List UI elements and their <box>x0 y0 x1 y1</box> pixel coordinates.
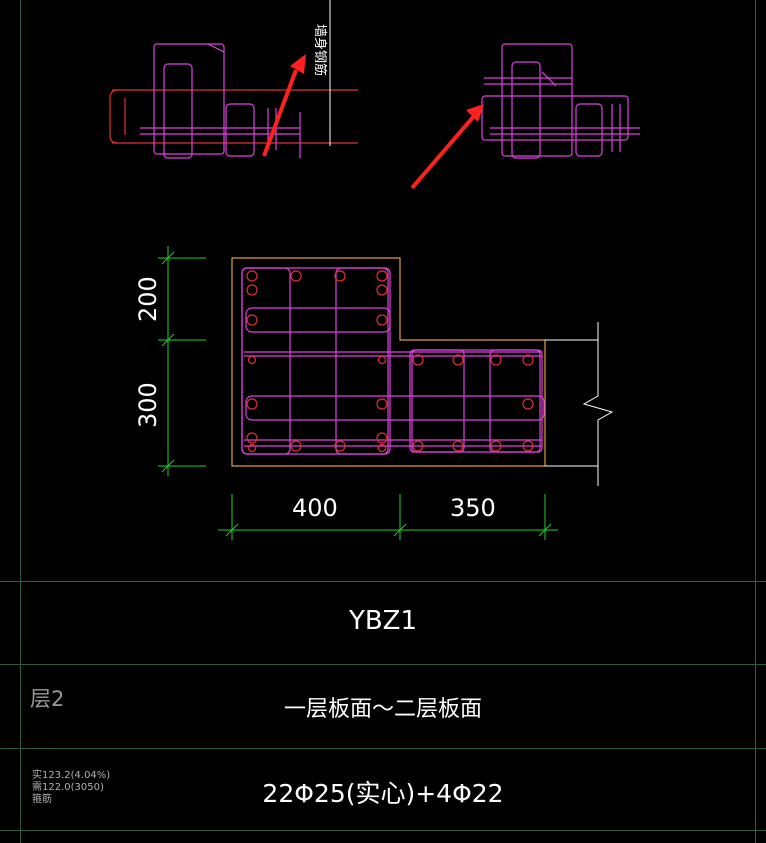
wall-break <box>545 322 614 486</box>
rebar-22 <box>377 443 387 453</box>
rebar-25 <box>246 432 258 444</box>
rebar-25 <box>412 440 424 452</box>
rebar-25 <box>490 354 502 366</box>
stirrups <box>241 267 545 455</box>
callout-label: 墙身钢筋 <box>312 24 328 76</box>
rebar-25 <box>246 398 258 410</box>
dim-350: 350 <box>450 494 496 522</box>
wall-rebar-detail-right <box>481 43 640 159</box>
arrow-annotation-left <box>262 54 306 157</box>
rebar-25 <box>334 440 346 452</box>
note-required: 需122.0(3050) <box>32 782 104 793</box>
note-actual: 实123.2(4.04%) <box>32 770 111 781</box>
arrow-annotation-right <box>410 104 484 190</box>
column-name: YBZ1 <box>348 606 418 636</box>
rebar-25 <box>246 314 258 326</box>
rebar-25 <box>522 398 534 410</box>
rebar-25 <box>376 432 388 444</box>
longitudinal-bars <box>246 270 534 453</box>
floor-range: 一层板面～二层板面 <box>283 697 482 722</box>
rebar-25 <box>452 440 464 452</box>
rebar-25 <box>246 284 258 296</box>
rebar-22 <box>247 443 257 453</box>
rebar-25 <box>290 440 302 452</box>
rebar-25 <box>290 270 302 282</box>
rebar-25 <box>376 270 388 282</box>
rebar-22 <box>377 355 387 365</box>
note-stirrup: 箍筋 <box>32 794 52 805</box>
rebar-25 <box>522 354 534 366</box>
row-label: 层2 <box>30 687 65 711</box>
rebar-25 <box>522 440 534 452</box>
rebar-25 <box>412 354 424 366</box>
dimension-lines <box>158 246 558 540</box>
dim-300: 300 <box>134 382 162 428</box>
dim-200: 200 <box>134 276 162 322</box>
rebar-25 <box>376 314 388 326</box>
rebar-25 <box>490 440 502 452</box>
rebar-25 <box>376 284 388 296</box>
dim-400: 400 <box>292 494 338 522</box>
rebar-25 <box>246 270 258 282</box>
rebar-spec: 22Φ25(实心)+4Φ22 <box>262 779 504 808</box>
rebar-22 <box>247 355 257 365</box>
rebar-25 <box>334 270 346 282</box>
rebar-25 <box>376 398 388 410</box>
rebar-25 <box>452 354 464 366</box>
wall-rebar-detail-left <box>109 0 358 159</box>
